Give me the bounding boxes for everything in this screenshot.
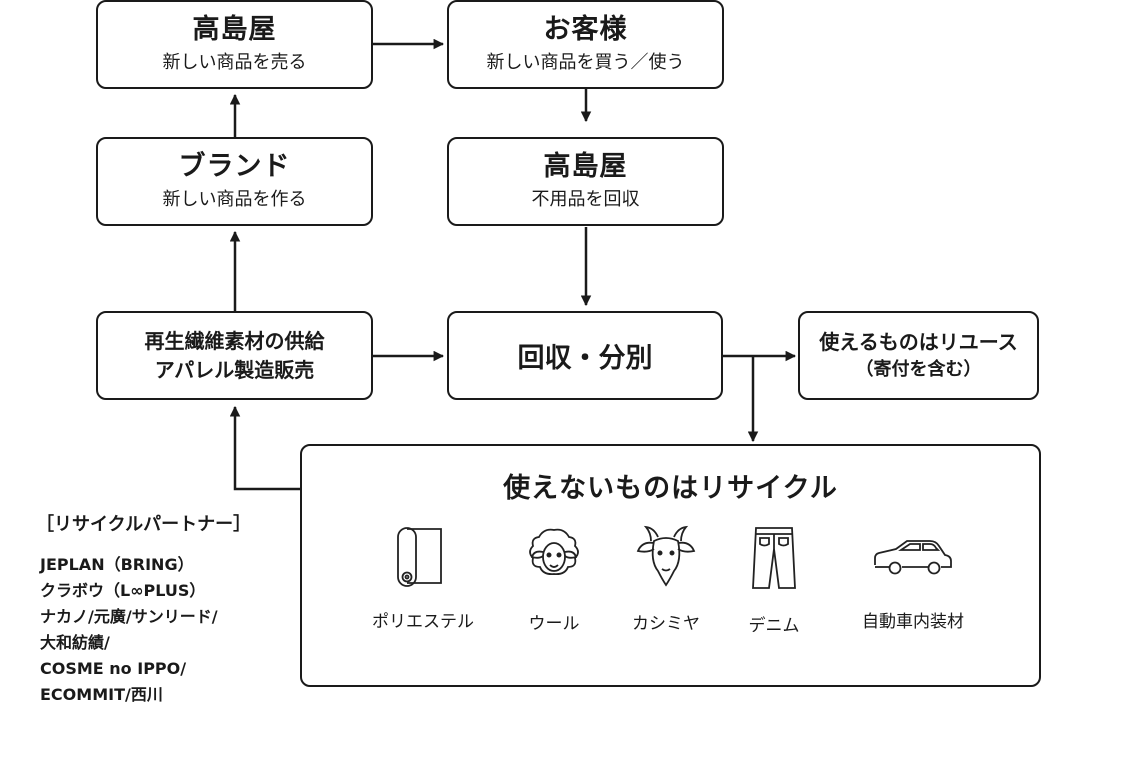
box-title: 回収・分別: [517, 343, 653, 374]
item-label: カシミヤ: [632, 614, 700, 634]
box-reuse: 使えるものはリユース （寄付を含む）: [798, 311, 1039, 400]
item-label: 自動車内装材: [862, 612, 964, 632]
recycle-item-denim: デニム: [704, 525, 844, 636]
partner-line: ナカノ/元廣/サンリード/: [40, 607, 218, 626]
box-takashimaya-sell: 高島屋 新しい商品を売る: [96, 0, 373, 89]
box-subtitle: 新しい商品を作る: [162, 189, 307, 211]
box-takashimaya-collect: 高島屋 不用品を回収: [447, 137, 724, 226]
recycle-item-wool: ウール: [484, 525, 624, 634]
recycle-partners: ［リサイクルパートナー］ JEPLAN（BRING） クラボウ（L∞PLUS） …: [36, 510, 251, 708]
recycle-item-polyester: ポリエステル: [353, 525, 493, 632]
box-title: 高島屋: [192, 14, 277, 46]
car-icon: [843, 525, 983, 587]
box-line: アパレル製造販売: [154, 357, 315, 382]
fabric-roll-icon: [353, 525, 493, 587]
box-line: （寄付を含む）: [855, 358, 982, 380]
box-customer: お客様 新しい商品を買う／使う: [447, 0, 724, 89]
jeans-icon: [704, 525, 844, 591]
box-line: 再生繊維素材の供給: [144, 328, 325, 353]
box-subtitle: 不用品を回収: [531, 189, 640, 211]
box-title: お客様: [543, 14, 628, 46]
box-title: 高島屋: [543, 151, 628, 183]
item-label: ポリエステル: [372, 612, 474, 632]
box-line: 使えるものはリユース: [819, 329, 1018, 354]
partner-line: COSME no IPPO/: [40, 659, 187, 678]
partner-line: クラボウ（L∞PLUS）: [40, 581, 206, 600]
item-label: ウール: [528, 614, 580, 634]
box-brand: ブランド 新しい商品を作る: [96, 137, 373, 226]
box-material-supply: 再生繊維素材の供給 アパレル製造販売: [96, 311, 373, 400]
sheep-icon: [484, 525, 624, 589]
goat-icon: [596, 525, 736, 589]
box-subtitle: 新しい商品を売る: [162, 52, 307, 74]
box-subtitle: 新しい商品を買う／使う: [486, 52, 685, 74]
recycle-title: 使えないものはリサイクル: [503, 473, 838, 504]
box-collection-sorting: 回収・分別: [447, 311, 723, 400]
arrow-recycle-to-supply: [229, 405, 300, 491]
recycle-item-car-interior: 自動車内装材: [843, 525, 983, 632]
recycle-item-cashmere: カシミヤ: [596, 525, 736, 634]
box-title: ブランド: [178, 151, 291, 183]
item-label: デニム: [748, 616, 800, 636]
partners-heading: ［リサイクルパートナー］: [36, 514, 252, 535]
partner-line: ECOMMIT/西川: [40, 685, 163, 704]
box-recycle: [300, 444, 1041, 687]
partner-line: JEPLAN（BRING）: [40, 555, 194, 574]
partner-line: 大和紡績/: [40, 633, 110, 652]
